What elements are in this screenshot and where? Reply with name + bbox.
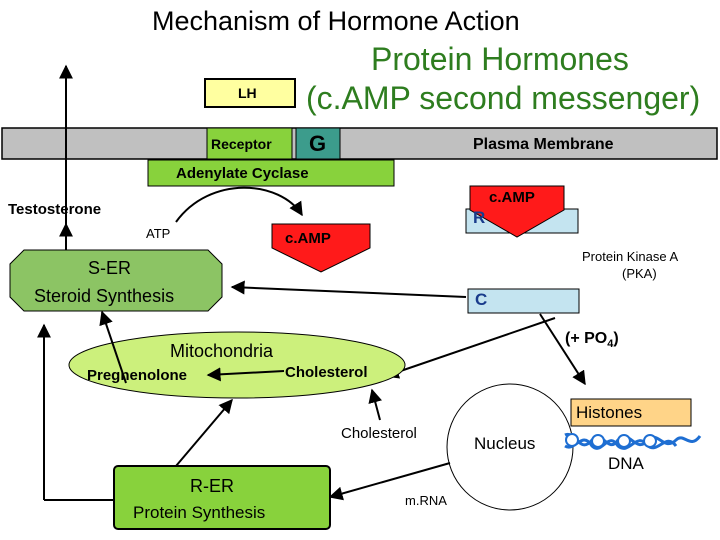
po4-label: (+ PO4): [565, 330, 619, 350]
cholesterol-to-pregnenolone-arrow: [206, 367, 285, 382]
mitochondria-shape: [68, 331, 406, 399]
rer-title: R-ER: [190, 476, 234, 496]
cholesterol-uptake-arrow: [368, 388, 383, 421]
atp-to-camp-arrow: [175, 186, 303, 223]
mrna-label: m.RNA: [405, 493, 447, 508]
pregnenolone-label: Pregnenolone: [87, 367, 188, 384]
dna-bead: [643, 434, 657, 448]
heading-line-1: Protein Hormones: [371, 41, 629, 77]
rer-subtitle: Protein Synthesis: [133, 503, 266, 522]
g-protein-box: [295, 127, 341, 160]
pka-catalytic-subunit: [467, 288, 580, 314]
dna-bead: [617, 434, 631, 448]
atp-label: ATP: [146, 226, 171, 241]
dna-strand-2: [564, 438, 678, 450]
pka-label-line-1: Protein Kinase A: [582, 249, 679, 264]
dna-label: DNA: [608, 454, 644, 473]
ser-title: S-ER: [88, 258, 132, 278]
cholesterol-mitochondria-label: Cholesterol: [285, 364, 368, 381]
histones-box: [570, 398, 692, 427]
ser-shape: [9, 249, 223, 312]
c-subunit-label: C: [475, 290, 488, 309]
g-protein-label: G: [309, 131, 327, 156]
receptor-label: Receptor: [211, 136, 272, 152]
c-to-ser-arrow: [230, 280, 467, 298]
dna-bead: [591, 434, 605, 448]
adenylate-cyclase-bar: [147, 159, 395, 187]
po4-suffix: ): [613, 330, 619, 347]
adenylate-cyclase-label: Adenylate Cyclase: [176, 165, 309, 182]
po4-subscript: 4: [607, 338, 614, 351]
histones-label: Histones: [576, 403, 643, 422]
cholesterol-free-label: Cholesterol: [341, 425, 417, 442]
c-to-mitochondria-arrow: [384, 317, 556, 379]
po4-prefix: (+ PO: [565, 330, 608, 347]
pka-label-line-2: (PKA): [622, 266, 657, 281]
ser-subtitle: Steroid Synthesis: [34, 286, 175, 306]
camp-bound-label: c.AMP: [489, 189, 535, 206]
rer-box: [113, 465, 331, 530]
pregnenolone-to-ser-arrow: [99, 310, 127, 384]
lh-hormone-box: [204, 78, 296, 108]
camp-product-shape: [271, 223, 371, 273]
dna-bead: [565, 433, 579, 447]
mrna-arrow: [328, 462, 451, 501]
c-to-nucleus-arrow: [539, 313, 586, 386]
receptor-box: [206, 127, 293, 160]
camp-product-label: c.AMP: [285, 230, 331, 247]
r-subunit-label: R: [473, 208, 486, 227]
plasma-membrane-label: Plasma Membrane: [473, 136, 614, 153]
page-title: Mechanism of Hormone Action: [152, 6, 520, 36]
nucleus-label: Nucleus: [474, 434, 536, 453]
camp-bound-shape: [469, 185, 565, 238]
mitochondria-label: Mitochondria: [170, 341, 274, 361]
lh-label: LH: [238, 85, 257, 101]
testosterone-label: Testosterone: [8, 201, 102, 218]
heading-line-2: (c.AMP second messenger): [306, 80, 701, 116]
plasma-membrane-bar: [1, 127, 718, 160]
rer-to-mitochondria-arrow: [175, 398, 233, 467]
